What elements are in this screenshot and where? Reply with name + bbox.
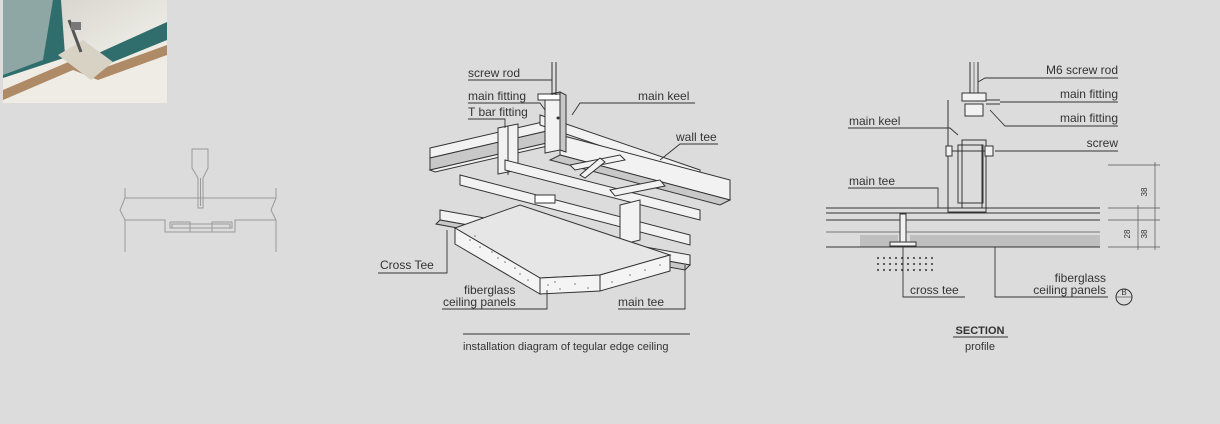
tegular-profile-drawing xyxy=(119,148,277,252)
iso-label-main-keel: main keel xyxy=(638,89,689,103)
iso-label-screw-rod: screw rod xyxy=(468,66,520,80)
iso-label-fiberglass-2: ceiling panels xyxy=(443,295,516,309)
section-label-screw: screw xyxy=(1087,136,1119,150)
section-label-main-keel: main keel xyxy=(849,114,900,128)
ceiling-photo xyxy=(3,0,167,103)
section-marker: B xyxy=(1121,288,1126,297)
iso-label-main-tee: main tee xyxy=(618,295,664,309)
section-dimension-2: 38 xyxy=(1140,229,1149,238)
section-label-main-tee: main tee xyxy=(849,174,895,188)
iso-label-fiberglass-1: fiberglass xyxy=(464,283,515,297)
iso-label-cross-tee: Cross Tee xyxy=(380,258,434,272)
section-label-fiberglass-1: fiberglass xyxy=(1055,271,1106,285)
section-label-cross-tee: cross tee xyxy=(910,283,959,297)
iso-label-t-bar-fitting: T bar fitting xyxy=(468,105,528,119)
isometric-installation-drawing: screw rod main fitting T bar fitting mai… xyxy=(378,62,732,353)
section-label-main-fitting-2: main fitting xyxy=(1060,111,1118,125)
ceiling-photo-image xyxy=(3,0,167,103)
iso-caption: installation diagram of tegular edge cei… xyxy=(463,341,668,353)
section-label-main-fitting-1: main fitting xyxy=(1060,87,1118,101)
iso-label-main-fitting: main fitting xyxy=(468,89,526,103)
section-dimension-3: 28 xyxy=(1123,229,1132,238)
section-profile-drawing: M6 screw rod main fitting main fitting m… xyxy=(826,62,1160,353)
section-label-fiberglass-2: ceiling panels xyxy=(1033,283,1106,297)
section-dimension-1: 38 xyxy=(1140,187,1149,196)
section-subtitle: profile xyxy=(965,341,995,353)
iso-label-wall-tee: wall tee xyxy=(675,130,717,144)
section-title: SECTION xyxy=(956,325,1005,337)
section-label-m6-screw-rod: M6 screw rod xyxy=(1046,63,1118,77)
